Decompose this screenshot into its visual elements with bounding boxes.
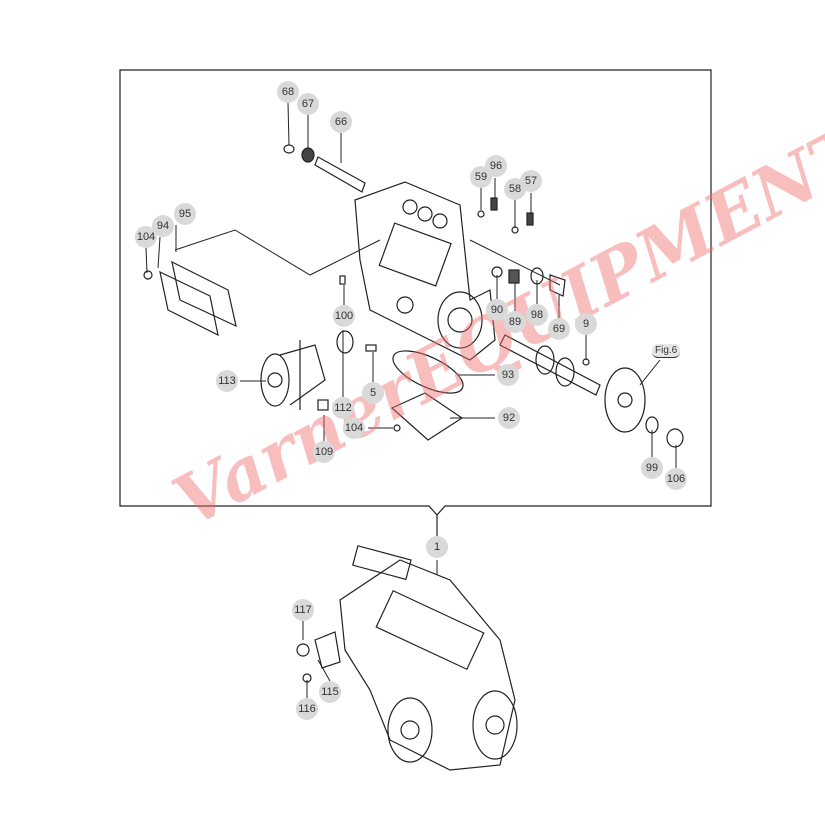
- callout-57: 57: [520, 170, 542, 192]
- callout-104b: 104: [342, 417, 366, 439]
- camshaft: [499, 334, 684, 448]
- detail-frame: [119, 69, 712, 516]
- callout-117: 117: [292, 599, 314, 621]
- callout-112: 112: [332, 397, 354, 419]
- callout-69: 69: [548, 318, 570, 340]
- callout-106: 106: [664, 468, 688, 490]
- callout-67: 67: [297, 93, 319, 115]
- callout-116: 116: [296, 698, 318, 720]
- callout-100: 100: [332, 305, 356, 327]
- callout-98: 98: [526, 304, 548, 326]
- callout-68: 68: [277, 81, 299, 103]
- leader-lines: [145, 102, 677, 698]
- callout-93: 93: [497, 364, 519, 386]
- callout-113: 113: [216, 370, 238, 392]
- feed-pump: [260, 340, 329, 411]
- callout-115: 115: [319, 681, 341, 703]
- small-parts: [283, 144, 566, 354]
- pump-housing: [354, 181, 496, 361]
- callout-94: 94: [152, 215, 174, 237]
- pump-assembly: [296, 545, 518, 771]
- callout-99: 99: [641, 457, 663, 479]
- callout-1: 1: [426, 536, 448, 558]
- callout-9: 9: [575, 313, 597, 335]
- gaskets: [390, 350, 464, 441]
- callout-92: 92: [498, 407, 520, 429]
- callout-89: 89: [504, 311, 526, 333]
- callout-95: 95: [174, 203, 196, 225]
- callout-96: 96: [485, 155, 507, 177]
- callout-104: 104: [134, 226, 158, 248]
- callout-5: 5: [362, 382, 384, 404]
- callout-66: 66: [330, 111, 352, 133]
- callout-90: 90: [486, 299, 508, 321]
- cover-plates: [143, 260, 237, 337]
- callout-109: 109: [312, 441, 336, 463]
- figure-reference: Fig.6: [652, 344, 681, 358]
